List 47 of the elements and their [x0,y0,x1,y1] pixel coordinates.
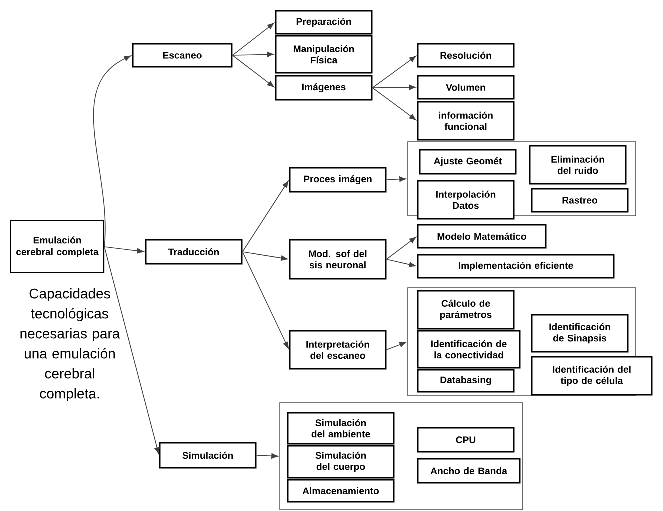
caption-text: Capacidades tecnológicas necesarias para una emulación cerebral completa. [20,288,120,402]
process-box: Identificación de Sinapsis [531,314,629,353]
process-box: Cálculo de parámetros [417,290,515,330]
process-box: Preparación [275,10,373,35]
process-box: Emulación cerebral completa [10,220,105,274]
process-box: Volumen [417,75,515,100]
process-box: Manipulación Física [275,35,373,74]
process-box: Interpolación Datos [417,180,515,220]
arrow [386,259,416,268]
arrow [386,342,406,350]
process-box: Identificación del tipo de célula [531,356,653,396]
arrow [242,252,289,349]
arrow [372,56,416,88]
arrow [256,453,278,459]
process-box: Resolución [417,43,515,68]
arrow [93,56,132,248]
process-box: Proces imágen [289,167,387,193]
process-box: Implementación eficiente [417,254,615,279]
process-box: información funcional [417,101,515,141]
process-box: CPU [417,427,515,453]
process-box: Simulación del cuerpo [287,445,395,479]
arrow [386,237,416,260]
process-box: Traducción [145,239,243,265]
process-box: Simulación [159,442,257,469]
process-box: Databasing [417,369,515,393]
arrow [232,23,274,56]
arrow [372,84,416,90]
process-box: Ancho de Banda [417,458,521,484]
process-box: Mod. sof del sis neuronal [289,239,387,280]
arrow [242,252,288,261]
process-box: Rastreo [531,188,629,213]
process-box: Imágenes [275,75,373,101]
arrow [104,246,160,454]
arrow [104,246,144,254]
process-box: Eliminación del ruido [529,145,627,185]
arrow [372,88,416,120]
process-box: Ajuste Geomét [419,149,517,175]
process-box: Simulación del ambiente [287,412,395,445]
process-box: Interpretación del escaneo [289,330,387,370]
process-box: Identificación de la conectividad [417,330,521,369]
arrow [232,52,274,58]
arrow [242,180,289,252]
arrow [386,176,406,182]
arrow [232,55,274,88]
process-box: Modelo Matemático [417,224,547,249]
process-box: Escaneo [132,43,233,68]
process-box: Almacenamiento [287,479,395,503]
